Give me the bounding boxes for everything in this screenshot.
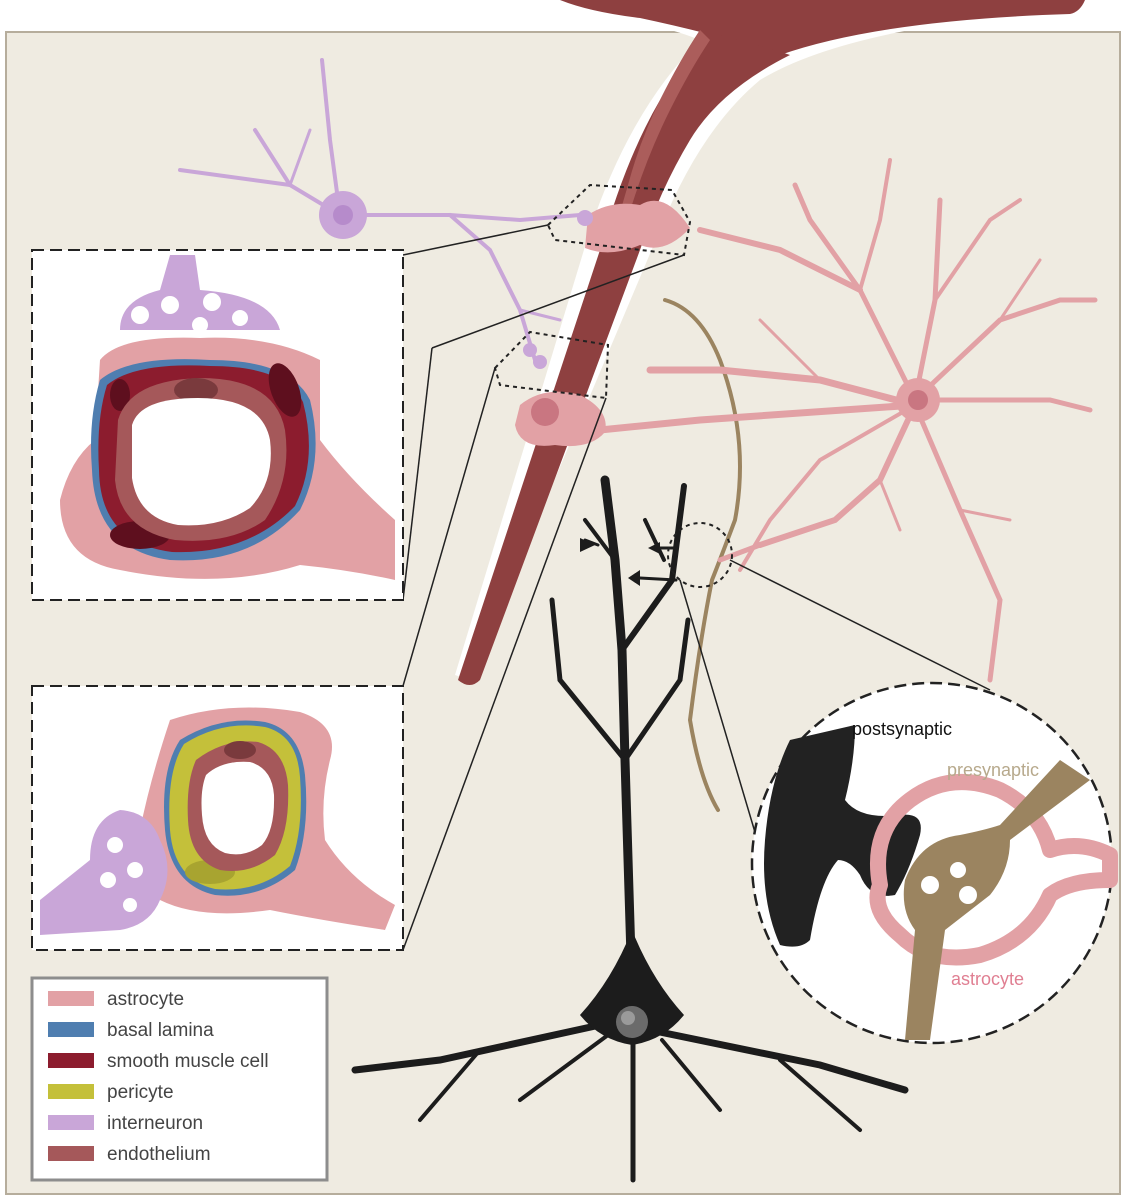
legend: astrocyte basal lamina smooth muscle cell p… [30, 976, 329, 1182]
legend-label: smooth muscle cell [107, 1051, 269, 1072]
legend-swatch [48, 991, 94, 1006]
label-astrocyte: astrocyte [951, 969, 1024, 989]
legend-swatch [48, 1084, 94, 1099]
legend-label: pericyte [107, 1082, 174, 1103]
pyramidal-soma [580, 930, 684, 1045]
label-postsynaptic: postsynaptic [852, 719, 952, 739]
legend-label: interneuron [107, 1113, 203, 1134]
legend-swatch [48, 1022, 94, 1037]
focus-regions [493, 183, 733, 588]
legend-label: endothelium [107, 1144, 211, 1165]
inset-capillary [31, 685, 404, 951]
legend-swatch [48, 1053, 94, 1068]
axon [663, 298, 742, 812]
legend-label: astrocyte [107, 989, 184, 1010]
astrocyte [596, 158, 1098, 683]
astrocyte-endfoot-upper [585, 200, 690, 253]
pyramidal-neuron [351, 475, 909, 1183]
legend-label: basal lamina [107, 1020, 214, 1041]
inset-synapse [750, 681, 1118, 1045]
inset-arteriole [31, 249, 404, 601]
legend-swatch [48, 1115, 94, 1130]
label-presynaptic: presynaptic [947, 760, 1039, 780]
legend-swatch [48, 1146, 94, 1161]
